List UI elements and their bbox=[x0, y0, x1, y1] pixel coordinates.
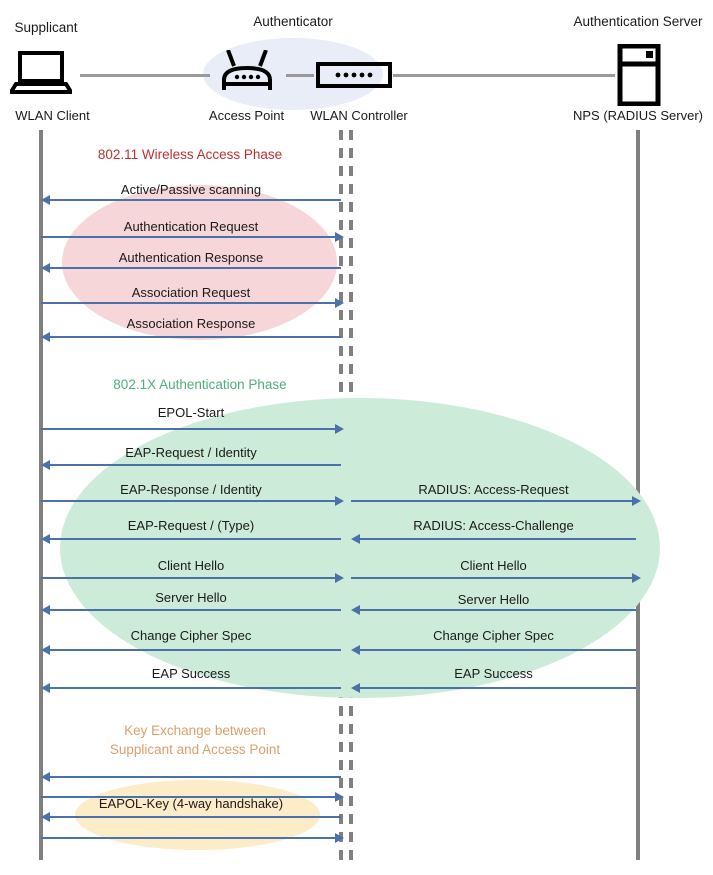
message-arrowhead-left-9 bbox=[335, 573, 344, 583]
message-arrowhead-left-8 bbox=[41, 534, 50, 544]
message-label-right-0: RADIUS: Access-Request bbox=[418, 482, 569, 497]
message-arrowhead-right-4 bbox=[351, 645, 360, 655]
message-label-left-10: Server Hello bbox=[155, 590, 227, 605]
message-arrowhead-right-0 bbox=[632, 496, 641, 506]
message-arrowhead-left-1 bbox=[335, 232, 344, 242]
message-arrowhead-right-1 bbox=[351, 534, 360, 544]
phase-heading-wireless-access: 802.11 Wireless Access Phase bbox=[97, 147, 283, 162]
phase-heading-dot1x-authentication: 802.1X Authentication Phase bbox=[113, 377, 287, 392]
message-arrowhead-left-4 bbox=[41, 332, 50, 342]
message-label-left-12: EAP Success bbox=[151, 666, 231, 681]
actor-device-access-point: Access Point bbox=[208, 108, 285, 123]
message-label-right-2: Client Hello bbox=[460, 558, 527, 573]
message-arrowhead-left-13 bbox=[41, 772, 50, 782]
message-line-left-8 bbox=[43, 538, 341, 540]
message-line-left-1 bbox=[41, 236, 337, 238]
wire-ap-to-controller bbox=[286, 74, 314, 77]
message-label-left-3: Association Request bbox=[131, 285, 251, 300]
message-arrowhead-left-6 bbox=[41, 460, 50, 470]
message-arrowhead-left-3 bbox=[335, 298, 344, 308]
message-line-left-12 bbox=[43, 687, 341, 689]
access-point-icon bbox=[222, 50, 272, 90]
message-line-left-5 bbox=[41, 428, 337, 430]
message-arrowhead-right-2 bbox=[632, 573, 641, 583]
message-line-left-7 bbox=[41, 500, 337, 502]
message-arrowhead-left-15 bbox=[41, 812, 50, 822]
message-line-right-1 bbox=[353, 538, 636, 540]
message-line-left-16 bbox=[41, 837, 337, 839]
message-line-right-3 bbox=[353, 609, 636, 611]
message-arrowhead-left-14 bbox=[335, 792, 344, 802]
message-line-right-0 bbox=[351, 500, 634, 502]
message-line-left-15 bbox=[43, 816, 341, 818]
message-line-right-2 bbox=[351, 577, 634, 579]
message-label-left-8: EAP-Request / (Type) bbox=[127, 518, 255, 533]
message-label-left-7: EAP-Response / Identity bbox=[120, 482, 262, 497]
actor-device-wlan-controller: WLAN Controller bbox=[310, 108, 408, 123]
message-label-left-9: Client Hello bbox=[157, 558, 225, 573]
message-label-right-5: EAP Success bbox=[454, 666, 533, 681]
phase-ellipse-key-exchange bbox=[75, 780, 320, 850]
message-line-left-10 bbox=[43, 609, 341, 611]
message-arrowhead-left-2 bbox=[41, 263, 50, 273]
actor-role-authenticator: Authenticator bbox=[253, 14, 333, 29]
message-line-left-3 bbox=[41, 302, 337, 304]
message-arrowhead-left-11 bbox=[41, 645, 50, 655]
message-line-left-9 bbox=[41, 577, 337, 579]
server-icon bbox=[617, 44, 661, 106]
message-label-left-11: Change Cipher Spec bbox=[130, 628, 252, 643]
phase-ellipse-dot1x-authentication bbox=[60, 398, 660, 698]
message-line-left-14 bbox=[41, 796, 337, 798]
message-line-right-5 bbox=[353, 687, 636, 689]
phase-heading-key-exchange-line1: Key Exchange between bbox=[124, 723, 266, 738]
message-line-right-4 bbox=[353, 649, 636, 651]
lifeline-supplicant bbox=[39, 130, 43, 860]
wire-client-to-ap bbox=[80, 74, 210, 77]
message-arrowhead-right-5 bbox=[351, 683, 360, 693]
message-arrowhead-left-5 bbox=[335, 424, 344, 434]
message-arrowhead-left-10 bbox=[41, 605, 50, 615]
phase-ellipse-wireless-access bbox=[62, 185, 337, 340]
message-arrowhead-left-0 bbox=[41, 195, 50, 205]
actor-device-wlan-client: WLAN Client bbox=[15, 108, 90, 123]
message-arrowhead-left-12 bbox=[41, 683, 50, 693]
message-label-left-6: EAP-Request / Identity bbox=[125, 445, 257, 460]
actor-role-authentication-server: Authentication Server bbox=[573, 14, 703, 29]
message-line-left-4 bbox=[43, 336, 341, 338]
message-line-left-0 bbox=[43, 199, 341, 201]
message-label-left-2: Authentication Response bbox=[118, 250, 264, 265]
actor-device-nps-radius-server: NPS (RADIUS Server) bbox=[572, 108, 704, 123]
message-line-left-13 bbox=[43, 776, 341, 778]
message-arrowhead-left-7 bbox=[335, 496, 344, 506]
message-label-right-3: Server Hello bbox=[457, 592, 530, 607]
message-label-left-5: EPOL-Start bbox=[157, 405, 225, 420]
laptop-icon bbox=[10, 51, 72, 94]
wire-controller-to-server bbox=[393, 74, 615, 77]
message-line-left-6 bbox=[43, 464, 341, 466]
message-line-left-11 bbox=[43, 649, 341, 651]
message-label-left-0: Active/Passive scanning bbox=[120, 182, 262, 197]
message-line-left-2 bbox=[43, 267, 341, 269]
message-arrowhead-left-16 bbox=[335, 833, 344, 843]
wlan-controller-icon bbox=[316, 62, 392, 88]
message-label-left-4: Association Response bbox=[126, 316, 256, 331]
message-label-left-15: EAPOL-Key (4-way handshake) bbox=[98, 796, 284, 811]
message-arrowhead-right-3 bbox=[351, 605, 360, 615]
phase-heading-key-exchange-line2: Supplicant and Access Point bbox=[109, 742, 281, 757]
message-label-right-4: Change Cipher Spec bbox=[433, 628, 554, 643]
message-label-right-1: RADIUS: Access-Challenge bbox=[413, 518, 574, 533]
message-label-left-1: Authentication Request bbox=[123, 219, 259, 234]
actor-role-supplicant: Supplicant bbox=[14, 20, 78, 35]
